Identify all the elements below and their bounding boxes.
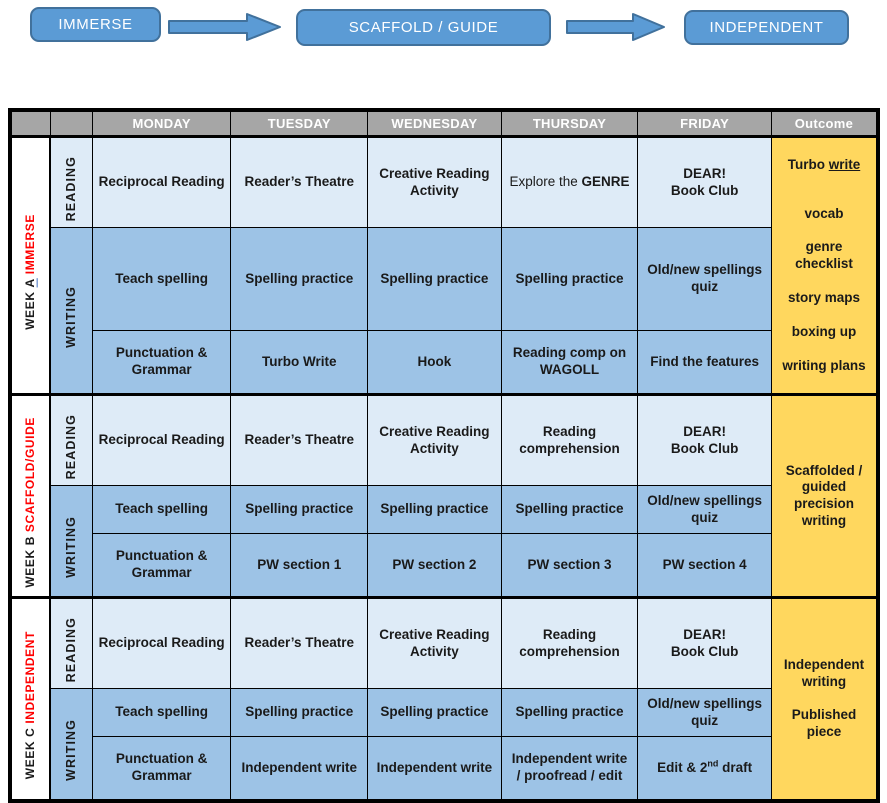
week-c-label: WEEK C INDEPENDENT [23, 630, 38, 780]
week-b-label: WEEK B SCAFFOLD/GUIDE [23, 416, 38, 588]
outcome-lines: vocab genre checklist story maps boxing … [782, 205, 866, 373]
reading-label: READING [63, 617, 78, 683]
day-cell: Reading comprehension [500, 393, 639, 487]
column-header-monday: MONDAY [91, 109, 232, 138]
week-a-writing-row-1: WRITING Teach spelling Spelling practice… [10, 226, 878, 396]
day-cell: Spelling practice [500, 688, 639, 738]
day-cell: Spelling practice [230, 688, 369, 738]
day-cell: Punctuation & Grammar [91, 533, 232, 599]
week-b-label-cell: WEEK B SCAFFOLD/GUIDE [9, 393, 52, 599]
column-header-friday: FRIDAY [637, 109, 772, 138]
day-cell: PW section 2 [367, 533, 502, 599]
week-a-writing-label-cell: WRITING [49, 226, 93, 396]
column-header-outcome: Outcome [770, 109, 879, 138]
week-a-reading-row: WEEK A IMMERSE READING Reciprocal Readin… [9, 134, 879, 396]
day-cell: Reader’s Theatre [230, 393, 369, 487]
day-cell: Teach spelling [91, 226, 232, 332]
writing-label: WRITING [63, 516, 78, 579]
writing-label: WRITING [63, 719, 78, 781]
column-header-tuesday: TUESDAY [230, 109, 369, 138]
day-cell: Spelling practice [500, 485, 639, 535]
day-cell: Hook [367, 330, 502, 396]
day-cell: PW section 4 [637, 533, 772, 599]
day-cell: Spelling practice [500, 226, 639, 332]
day-cell: Teach spelling [91, 485, 232, 535]
day-cell: Independent write / proofread / edit [500, 736, 639, 802]
day-cell: Spelling practice [367, 688, 502, 738]
week-b-outcome-cell: Scaffolded / guided precision writing [770, 393, 879, 599]
day-cell: Spelling practice [367, 485, 502, 535]
writing-label: WRITING [63, 285, 78, 348]
day-cell: DEAR! Book Club [637, 135, 772, 228]
outcome-line: Turbo write [787, 156, 861, 172]
day-cell: Punctuation & Grammar [91, 736, 232, 802]
day-cell: Punctuation & Grammar [91, 330, 232, 396]
day-cell: Spelling practice [230, 485, 369, 535]
week-a-reading-label-cell: READING [49, 135, 93, 228]
week-a-label: WEEK A IMMERSE [23, 213, 38, 330]
day-cell: Creative Reading Activity [367, 393, 502, 487]
day-cell: Creative Reading Activity [367, 135, 502, 228]
column-header-wednesday: WEDNESDAY [367, 109, 502, 138]
column-header-strand [49, 109, 93, 138]
day-cell: Spelling practice [367, 226, 502, 332]
reading-label: READING [63, 414, 78, 480]
week-b-reading-label-cell: READING [49, 393, 93, 487]
day-cell: DEAR! Book Club [637, 596, 772, 690]
day-cell: Teach spelling [91, 688, 232, 738]
day-cell: Old/new spellings quiz [637, 485, 772, 535]
week-c-writing-row-1: WRITING Teach spelling Spelling practice… [10, 688, 878, 802]
day-cell: Turbo Write [230, 330, 369, 396]
day-cell: Spelling practice [230, 226, 369, 332]
day-cell: Reading comprehension [500, 596, 639, 690]
day-cell: Reading comp on WAGOLL [500, 330, 639, 396]
week-b-writing-label-cell: WRITING [49, 485, 93, 599]
week-c-label-cell: WEEK C INDEPENDENT [9, 596, 52, 802]
week-a-writing-row-2: Punctuation & Grammar Turbo Write Hook R… [10, 330, 878, 396]
day-cell: Independent write [367, 736, 502, 802]
flow-step-immerse: IMMERSE [30, 7, 161, 42]
arrow-right-icon [168, 13, 281, 41]
day-cell: Old/new spellings quiz [637, 226, 772, 332]
day-cell: Independent write [230, 736, 369, 802]
day-cell: Edit & 2nd draft [637, 736, 772, 802]
day-cell: Old/new spellings quiz [637, 688, 772, 738]
day-cell: Find the features [637, 330, 772, 396]
header-row: MONDAY TUESDAY WEDNESDAY THURSDAY FRIDAY… [9, 109, 879, 138]
reading-label: READING [63, 155, 78, 222]
week-c-writing-label-cell: WRITING [49, 688, 93, 802]
day-cell: Reciprocal Reading [91, 596, 232, 690]
day-cell: Reciprocal Reading [91, 135, 232, 228]
week-c-reading-row: WEEK C INDEPENDENT READING Reciprocal Re… [9, 596, 879, 802]
week-c-writing-row-2: Punctuation & Grammar Independent write … [10, 736, 878, 802]
day-cell: Reader’s Theatre [230, 596, 369, 690]
week-c-outcome-cell: Independent writing Published piece [770, 596, 879, 802]
week-c-reading-label-cell: READING [49, 596, 93, 690]
day-cell: Creative Reading Activity [367, 596, 502, 690]
day-cell: Reciprocal Reading [91, 393, 232, 487]
column-header-week [9, 109, 51, 138]
week-b-writing-row-1: WRITING Teach spelling Spelling practice… [10, 485, 878, 599]
week-b-writing-row-2: Punctuation & Grammar PW section 1 PW se… [10, 533, 878, 599]
column-header-thursday: THURSDAY [500, 109, 639, 138]
week-a-label-cell: WEEK A IMMERSE [9, 134, 52, 396]
day-cell: PW section 3 [500, 533, 639, 599]
week-a-outcome-cell: Turbo write vocab genre checklist story … [770, 134, 879, 396]
timetable: MONDAY TUESDAY WEDNESDAY THURSDAY FRIDAY… [8, 108, 880, 803]
week-b-reading-row: WEEK B SCAFFOLD/GUIDE READING Reciprocal… [9, 393, 879, 599]
day-cell: Explore the GENRE [500, 135, 639, 228]
day-cell: Reader’s Theatre [230, 135, 369, 228]
day-cell: DEAR! Book Club [637, 393, 772, 487]
arrow-right-icon [566, 13, 665, 41]
flow-step-scaffold-guide: SCAFFOLD / GUIDE [296, 9, 551, 46]
flow-step-independent: INDEPENDENT [684, 10, 849, 45]
day-cell: PW section 1 [230, 533, 369, 599]
process-flow: IMMERSE SCAFFOLD / GUIDE INDEPENDENT [0, 0, 887, 60]
